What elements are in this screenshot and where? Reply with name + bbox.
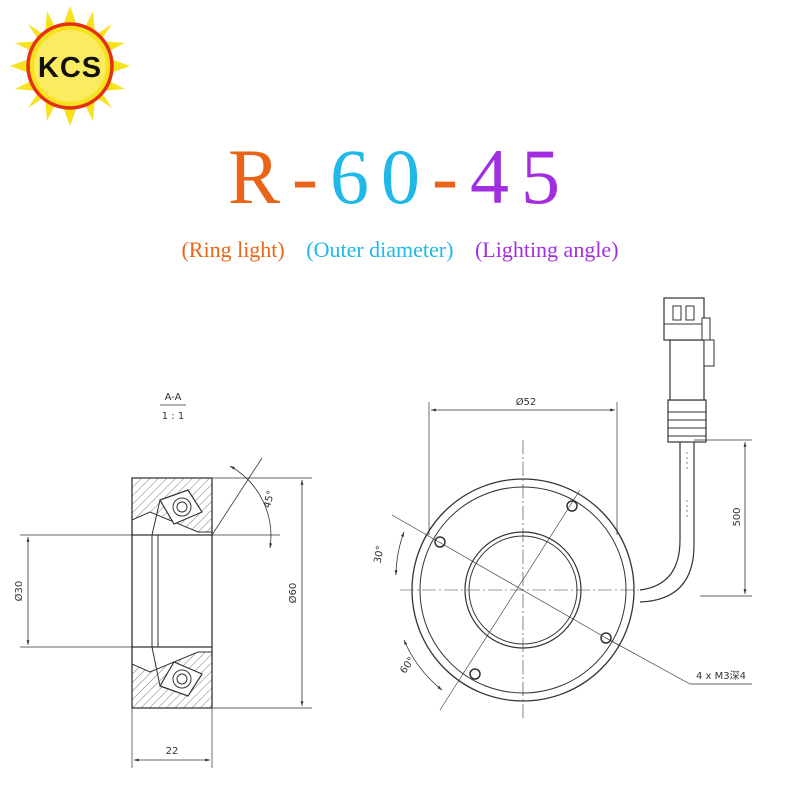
title-part-diameter: 60 xyxy=(330,133,433,220)
model-code-title: R-60-45 xyxy=(0,138,800,216)
title-part-dash-2: - xyxy=(432,133,470,220)
logo-text: KCS xyxy=(38,52,102,84)
led-pod-top xyxy=(151,489,203,536)
connector xyxy=(663,297,715,443)
dim-cable-length: 500 xyxy=(732,507,743,526)
legend-ring-light: (Ring light) xyxy=(181,237,285,262)
legend-outer-diameter: (Outer diameter) xyxy=(306,237,454,262)
led-pod-bottom xyxy=(151,646,203,697)
dim-width: 22 xyxy=(166,746,179,757)
cable xyxy=(639,442,695,603)
mounting-hole xyxy=(566,500,578,512)
title-part-dash-1: - xyxy=(292,133,331,220)
section-view: A-A 1 : 1 xyxy=(13,392,312,768)
legend-lighting-angle: (Lighting angle) xyxy=(474,237,619,262)
model-code-legend: (Ring light) (Outer diameter) (Lighting … xyxy=(0,237,800,263)
dim-inner-diameter: Ø30 xyxy=(13,581,25,602)
front-view: 30° 60° Ø52 4 x M3深4 xyxy=(373,297,752,720)
section-label: A-A xyxy=(165,392,182,403)
section-scale: 1 : 1 xyxy=(162,411,184,422)
dim-angle: 45° xyxy=(262,489,277,509)
mounting-hole xyxy=(434,536,446,548)
mounting-hole xyxy=(469,668,481,680)
hole-note: 4 x M3深4 xyxy=(696,670,746,682)
title-part-r: R xyxy=(228,133,293,220)
mounting-hole xyxy=(600,632,612,644)
dim-outer-diameter: Ø60 xyxy=(287,583,299,604)
angle-top: 30° xyxy=(373,545,387,564)
kcs-logo: KCS xyxy=(10,6,130,126)
angle-bottom: 60° xyxy=(398,655,417,676)
title-part-angle: 45 xyxy=(470,133,572,220)
dim-front-diameter: Ø52 xyxy=(516,396,537,408)
